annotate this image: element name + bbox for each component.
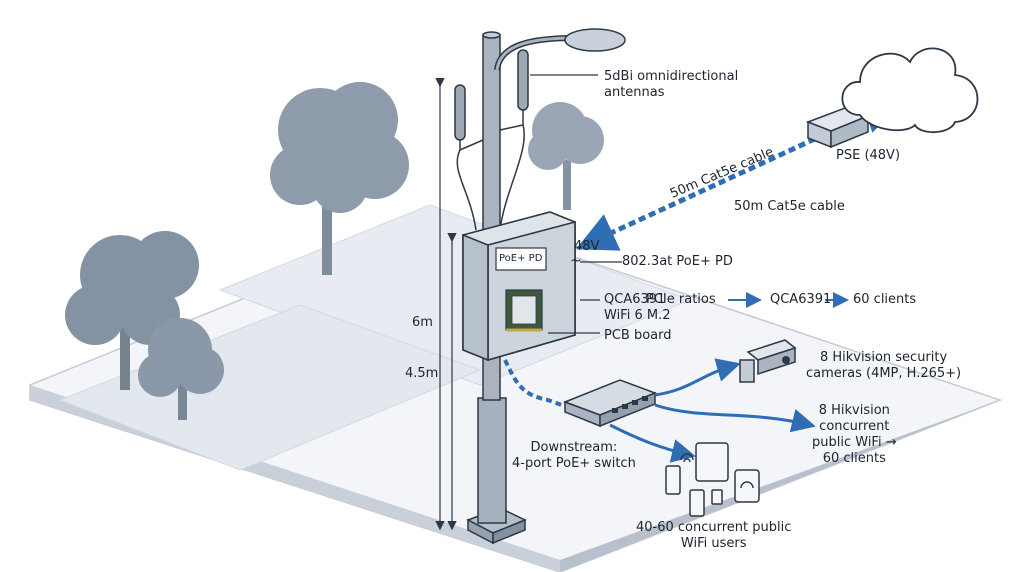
height-dimension xyxy=(435,77,457,531)
qca-label: QCA6391 WiFi 6 M.2 xyxy=(604,292,671,323)
voltage-label: 48V xyxy=(574,239,600,254)
ac-symbol: ~ xyxy=(570,253,582,269)
height-6m-label: 6m xyxy=(412,315,433,330)
enclosure-box xyxy=(462,211,576,362)
users-label: 40-60 concurrent public WiFi users xyxy=(636,520,792,551)
tree-icon xyxy=(65,231,199,390)
camera-icon xyxy=(739,339,797,383)
wifi-icon xyxy=(680,453,754,489)
cable-label: 50m Cat5e cable xyxy=(734,199,845,214)
switch-label: Downstream: 4-port PoE+ switch xyxy=(512,440,636,471)
tree-icon xyxy=(138,318,224,420)
clients-label: 60 clients xyxy=(853,292,917,307)
pse-label: PSE (48V) xyxy=(836,148,901,163)
pcie-label: PCIe ratios xyxy=(646,292,716,307)
phone-icon xyxy=(665,465,723,517)
tree-icon xyxy=(270,82,409,275)
callout-lines xyxy=(530,74,622,334)
tablet-icon xyxy=(695,442,760,503)
height-45m-label: 4.5m xyxy=(405,366,439,381)
switch-icon xyxy=(562,379,658,428)
pcb-label: PCB board xyxy=(604,328,672,343)
cameras-label: 8 Hikvision security cameras (4MP, H.265… xyxy=(806,350,962,381)
pd-box-label: PoE+ PD xyxy=(499,253,543,264)
pd-label: 802.3at PoE+ PD xyxy=(622,254,733,269)
tree-icon xyxy=(528,102,604,210)
antennas-label: 5dBi omnidirectional antennas xyxy=(604,69,739,100)
qca-flow-label: QCA6391 xyxy=(770,292,832,307)
switch-links xyxy=(609,358,816,463)
pole xyxy=(454,28,626,545)
cloud-icon xyxy=(841,47,979,134)
wifi-clients-label: 8 Hikvision concurrent public WiFi → 60 … xyxy=(812,403,897,466)
